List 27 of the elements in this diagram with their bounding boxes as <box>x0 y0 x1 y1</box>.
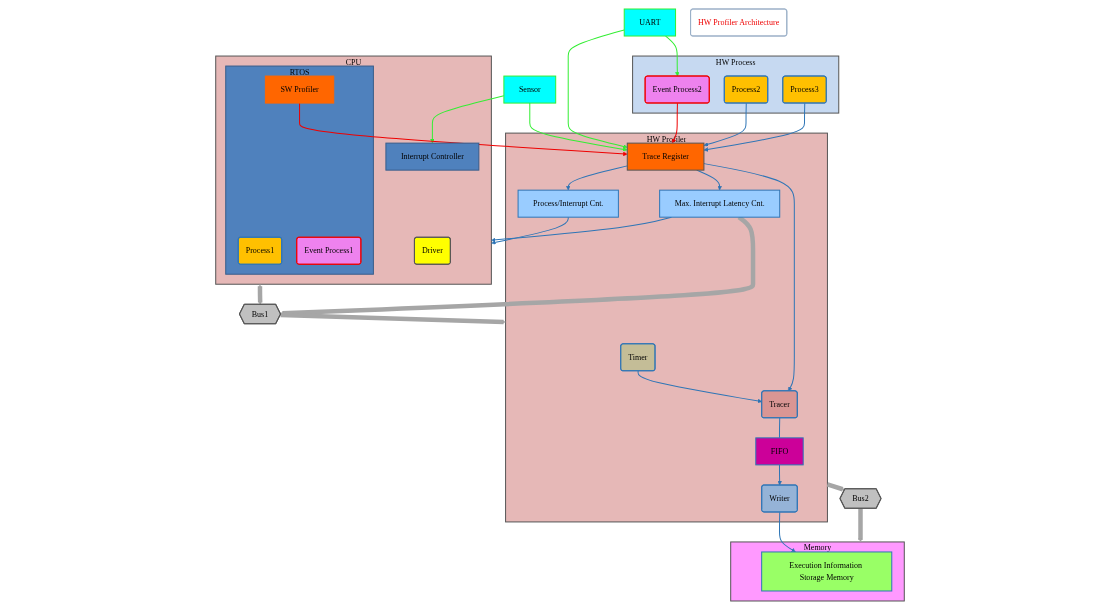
node-box: SW Profiler <box>264 75 335 104</box>
arrow <box>299 102 628 157</box>
arrow <box>566 165 628 191</box>
node-box: Process/Interrupt Cnt. <box>517 189 619 218</box>
arrow <box>779 511 796 553</box>
node-box: UART <box>623 8 677 37</box>
arrow <box>858 508 863 543</box>
arrow <box>567 29 628 149</box>
arrow <box>637 370 763 404</box>
arrow <box>430 95 505 144</box>
arrow <box>280 312 506 325</box>
arrow <box>703 102 806 152</box>
arrow <box>529 102 628 152</box>
arrow <box>777 464 782 486</box>
connector <box>779 417 781 439</box>
arrow <box>672 102 678 144</box>
arrow <box>491 216 569 245</box>
node-box: FIFO <box>755 437 804 466</box>
node-box: Max. Interrupt Latency Cnt. <box>659 189 781 218</box>
node-box: Execution Information Storage Memory <box>761 551 893 592</box>
arrow <box>703 163 795 392</box>
node-box: Trace Register <box>626 142 705 171</box>
node-box: Sensor <box>503 75 557 104</box>
arrow <box>703 102 747 147</box>
arrow <box>665 35 680 77</box>
node-box: Interrupt Controller <box>385 142 480 171</box>
arrow <box>826 482 845 492</box>
